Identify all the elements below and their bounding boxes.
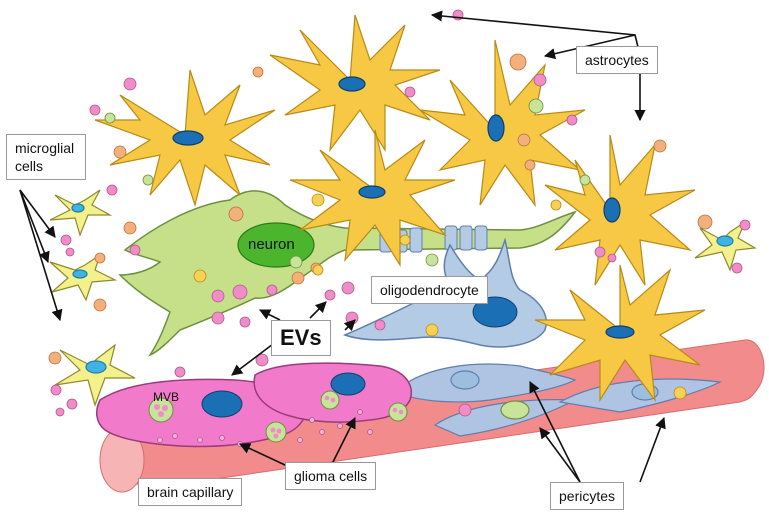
glioma-cells-label: glioma cells: [285, 462, 377, 490]
astrocytes: [94, 14, 706, 403]
microglial-cells-label: microglial cells: [6, 134, 86, 180]
mvb-2: [265, 421, 287, 443]
mvb-4: [388, 402, 408, 422]
astrocyte-5: [544, 134, 696, 286]
astrocyte-4: [419, 39, 586, 208]
astrocyte-2: [269, 14, 441, 153]
brain-capillary-label: brain capillary: [138, 478, 243, 506]
evs-label: EVs: [271, 320, 331, 356]
mvb-3: [320, 390, 340, 410]
microglia-2: [49, 253, 118, 302]
oligodendrocyte-label: oligodendrocyte: [371, 276, 488, 304]
microglia-3: [54, 343, 136, 407]
astrocyte-1: [94, 69, 276, 208]
neuron-label: neuron: [248, 236, 295, 253]
pericytes-label: pericytes: [550, 482, 625, 510]
glioma-cells: [95, 362, 412, 448]
mvb-1: [148, 397, 174, 423]
microglia-1: [49, 189, 113, 237]
astrocyte-3: [289, 129, 456, 268]
astrocytes-label: astrocytes: [576, 46, 658, 74]
myelin-sheaths: [379, 225, 488, 253]
astrocyte-6: [534, 264, 706, 403]
mvb-label: MVB: [153, 390, 180, 404]
